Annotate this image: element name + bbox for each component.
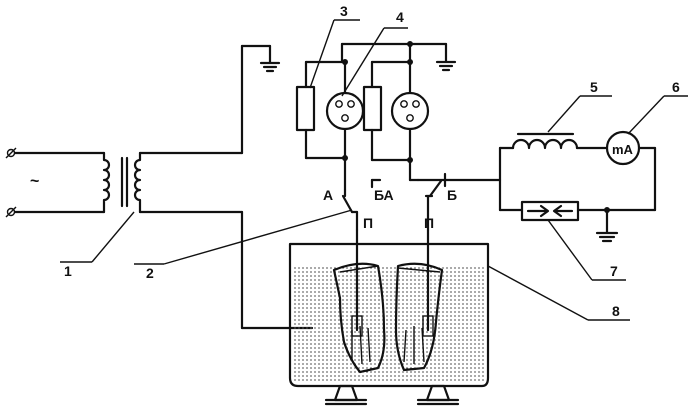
tank-support-left [324,384,368,406]
callout-5: 5 [590,79,598,95]
glove-icon [394,228,444,372]
switch-label-ba: БА [374,187,394,203]
neon-lamp-icon [325,91,365,131]
water-surface [294,267,484,381]
glove-terminal-label: П [424,215,434,231]
inductor-icon [511,132,579,150]
resistor-icon [362,85,383,132]
meter-label: mA [612,142,634,157]
transformer-icon [102,151,142,214]
callout-2: 2 [146,265,154,281]
switch-label-a: А [323,187,333,203]
ground-icon [435,42,457,72]
glove-icon [332,228,386,374]
rectifier-icon [520,200,580,222]
ac-symbol: ~ [30,173,39,190]
water-tank-icon [288,242,490,388]
switch-a [341,188,359,232]
glove-terminal-label: П [363,215,373,231]
milliammeter-icon: mA [605,130,641,166]
callout-8: 8 [612,303,620,319]
tank-support-right [416,384,460,406]
callout-4: 4 [396,9,404,25]
callout-7: 7 [610,263,618,279]
callout-1: 1 [64,263,72,279]
callout-6: 6 [672,79,680,95]
callout-3: 3 [340,3,348,19]
ground-icon [595,208,619,243]
switch-label-b: Б [447,187,457,203]
neon-lamp-icon [390,91,430,131]
ground-icon [259,44,281,73]
resistor-icon [295,85,316,132]
